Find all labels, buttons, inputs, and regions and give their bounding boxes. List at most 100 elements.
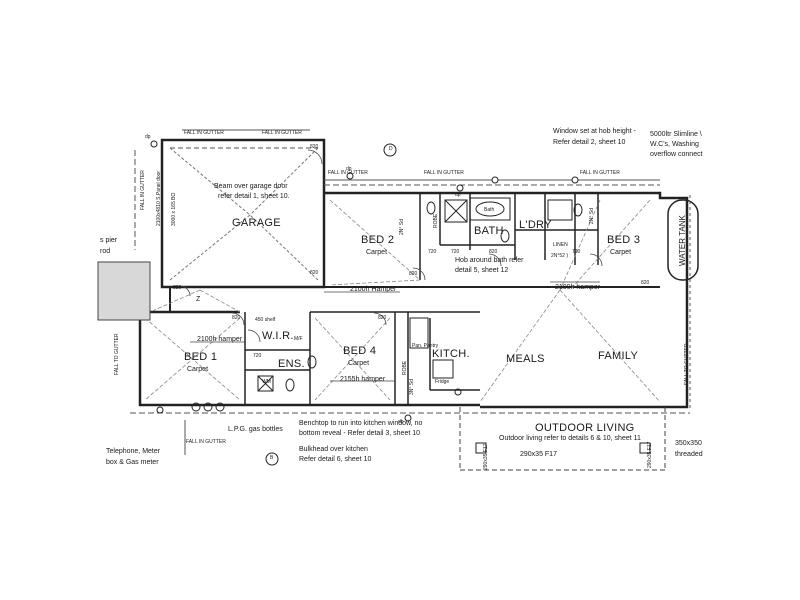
room-label-meals: MEALS bbox=[506, 353, 545, 365]
outdoor-post bbox=[639, 442, 651, 454]
fall-to-gutter-vertical: FALL TO GUTTER bbox=[114, 333, 120, 375]
room-label-kitch: KITCH. bbox=[432, 348, 470, 360]
door-swings bbox=[179, 149, 603, 343]
door-width-label: 720 bbox=[572, 249, 581, 255]
room-label-ens: ENS. bbox=[278, 358, 305, 370]
door-width-label: 820 bbox=[310, 270, 319, 276]
note-hamper-bed4: 2155h hamper bbox=[340, 376, 386, 383]
fall-to-gutter-vertical: FALL TO GUTTER bbox=[684, 343, 690, 385]
robe-sd-bed4: 3N° Sd bbox=[409, 379, 415, 395]
door-width-label: 820 bbox=[173, 285, 182, 291]
door-width-label: 720 bbox=[451, 249, 460, 255]
pantry-label: Pan. Pantry bbox=[412, 343, 439, 349]
section-label-d: D bbox=[389, 146, 393, 152]
mf-label: M/F bbox=[294, 336, 303, 342]
door-width-label: 820 bbox=[489, 249, 498, 255]
fall-gutter-label: FALL IN GUTTER bbox=[424, 170, 464, 176]
room-label-ldry: L'DRY bbox=[519, 219, 552, 231]
room-label-outdoor: OUTDOOR LIVING bbox=[535, 422, 635, 434]
note-bench-line1: Benchtop to run into kitchen window, no bbox=[299, 420, 423, 427]
note-bench-line2: bottom reveal - Refer detail 3, sheet 10 bbox=[299, 430, 421, 437]
note-hob-line2: detail 5, sheet 12 bbox=[455, 267, 509, 274]
note-pier: s pier bbox=[100, 237, 118, 244]
section-label-b: B bbox=[270, 455, 274, 461]
room-floor-bed3: Carpet bbox=[610, 249, 632, 256]
note-beam-f17: 290x35 F17 bbox=[520, 451, 557, 458]
note-tank-line2: W.C's, Washing bbox=[650, 141, 699, 148]
note-beam-line1: Beam over garage door bbox=[214, 183, 288, 190]
note-tank-line3: overflow connect bbox=[650, 151, 703, 158]
note-hamper-bed3: 2100h hamper bbox=[555, 284, 601, 291]
note-post-left: 290x35 F17 bbox=[483, 443, 489, 470]
bath-basin bbox=[475, 201, 505, 217]
note-post-350: 350x350 bbox=[675, 440, 702, 447]
hamper-lines bbox=[190, 281, 600, 382]
room-label-garage: GARAGE bbox=[232, 217, 281, 229]
note-window-line1: Window set at hob height - bbox=[553, 128, 636, 135]
door-width-label: 820 bbox=[641, 280, 650, 286]
room-floor-bed4: Carpet bbox=[348, 360, 370, 367]
note-bulkhead-line2: Refer detail 6, sheet 10 bbox=[299, 456, 372, 463]
door-width-label: 720 bbox=[428, 249, 437, 255]
garage-walls bbox=[134, 129, 326, 289]
water-tank-shape bbox=[667, 199, 699, 281]
room-floor-bed1: Carpet bbox=[187, 366, 209, 373]
note-panel-door: 2100x4810 S.Panel door bbox=[156, 170, 162, 226]
note-panel-door-size: 3000 x 165 BO bbox=[171, 192, 177, 226]
linen-label: LINEN bbox=[553, 242, 568, 248]
room-label-bed3: BED 3 bbox=[607, 234, 641, 246]
room-floor-bed2: Carpet bbox=[366, 249, 388, 256]
water-tank-label: WATER TANK bbox=[678, 215, 687, 266]
room-label-bed4: BED 4 bbox=[343, 345, 377, 357]
note-beam-line2: refer detail 1, sheet 10. bbox=[218, 193, 290, 200]
note-telephone-line1: Telephone, Meter bbox=[106, 448, 161, 455]
downpipe-label: dp bbox=[398, 419, 404, 425]
downpipe-label: dp bbox=[346, 166, 352, 172]
section-marker bbox=[265, 452, 279, 466]
room-label-wir: W.I.R. bbox=[262, 330, 294, 342]
door-width-label: 720 bbox=[253, 353, 262, 359]
z-mark: Z bbox=[196, 296, 201, 303]
downpipe-label: dp bbox=[455, 192, 461, 198]
outdoor-living-outline bbox=[459, 407, 666, 471]
door-width-label: 820 bbox=[409, 271, 418, 277]
fall-gutter-vertical: FALL IN GUTTER bbox=[140, 170, 146, 210]
section-marker bbox=[383, 143, 397, 157]
room-label-family: FAMILY bbox=[598, 350, 639, 362]
fall-gutter-label: FALL IN GUTTER bbox=[184, 130, 224, 136]
robe-sd-bed2: 2N° Sd bbox=[399, 219, 405, 235]
downpipes bbox=[150, 140, 579, 422]
fall-gutter-label: FALL IN GUTTER bbox=[328, 170, 368, 176]
fall-gutter-label: FALL IN GUTTER bbox=[580, 170, 620, 176]
wm-label: WM bbox=[262, 379, 271, 385]
robe-label-bed4: ROBE bbox=[402, 360, 408, 375]
note-hob-line1: Hob around bath refer bbox=[455, 257, 524, 264]
shelf-label: 450 shelf bbox=[255, 317, 276, 323]
pier-hatch bbox=[97, 261, 151, 321]
note-threaded: threaded bbox=[675, 451, 703, 458]
outdoor-post bbox=[475, 442, 487, 454]
note-bulkhead-line1: Bulkhead over kitchen bbox=[299, 446, 368, 453]
fall-gutter-label: FALL IN GUTTER bbox=[262, 130, 302, 136]
note-outdoor: Outdoor living refer to details 6 & 10, … bbox=[499, 435, 641, 442]
fall-gutter-label: FALL IN GUTTER bbox=[186, 439, 226, 445]
note-tank-line1: 5000ltr Slimline \ bbox=[650, 131, 702, 138]
door-width-label: 820 bbox=[378, 315, 387, 321]
house-outline bbox=[130, 179, 690, 414]
room-label-bath: BATH bbox=[474, 225, 504, 237]
fridge-label: Fridge bbox=[435, 379, 450, 385]
robe-label-bed2: ROBE bbox=[433, 213, 439, 228]
note-post-right: 290x35 F17 bbox=[647, 441, 653, 468]
robe-sd-bed3: 2N° Sd bbox=[589, 208, 595, 224]
linen-shelves: 2N°52 ) bbox=[551, 253, 569, 259]
note-lpg: L.P.G. gas bottles bbox=[228, 426, 283, 433]
bath-tub-label: Bath bbox=[484, 207, 495, 213]
note-hamper-bed1: 2100h hamper bbox=[197, 336, 243, 343]
bath-tub bbox=[469, 197, 511, 221]
roof-lines bbox=[144, 199, 661, 403]
fixtures bbox=[191, 199, 583, 412]
room-label-bed2: BED 2 bbox=[361, 234, 395, 246]
room-label-bed1: BED 1 bbox=[184, 351, 218, 363]
note-rod: rod bbox=[100, 248, 111, 255]
